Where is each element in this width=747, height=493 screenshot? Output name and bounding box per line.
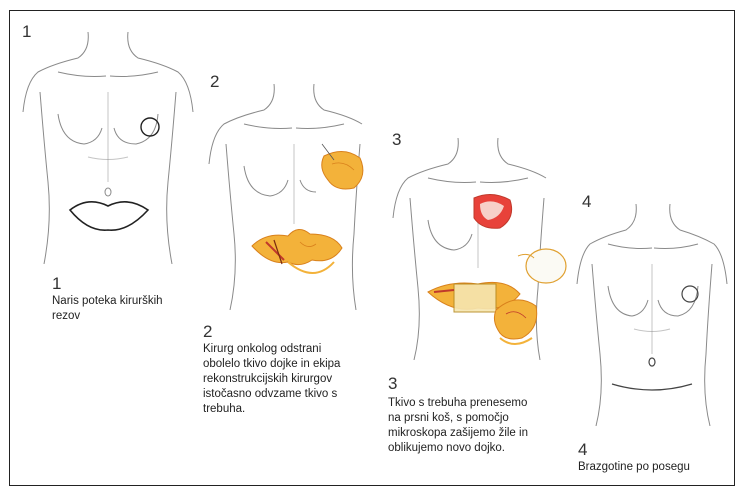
torso-illustration-4: [572, 204, 732, 426]
torso-illustration-2: [204, 84, 386, 310]
step-3-caption: Tkivo s trebuha prenesemo na prsni koš, …: [388, 396, 528, 456]
step-4-caption: Brazgotine po posegu: [578, 460, 690, 475]
step-2-caption: Kirurg onkolog odstrani obolelo tkivo do…: [203, 342, 340, 417]
torso-illustration-3: [388, 138, 572, 360]
step-4-caption-number: 4: [578, 440, 587, 460]
step-1-caption: Naris poteka kirurških rezov: [52, 294, 163, 324]
step-1-caption-number: 1: [52, 274, 61, 294]
step-2-caption-number: 2: [203, 322, 212, 342]
torso-illustration-1: [18, 32, 198, 264]
step-3-caption-number: 3: [388, 374, 397, 394]
